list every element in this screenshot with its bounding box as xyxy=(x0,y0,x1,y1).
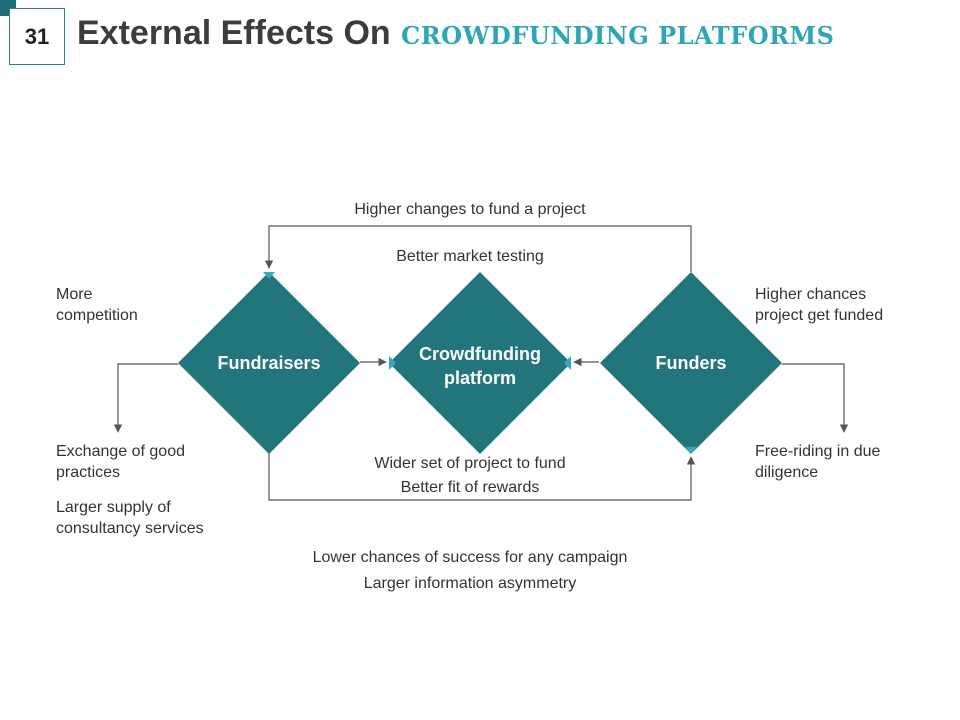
slide-title: External Effects On CROWDFUNDING PLATFOR… xyxy=(77,14,834,53)
bottom-label-2: Larger information asymmetry xyxy=(363,575,577,592)
funders-node xyxy=(600,272,782,454)
fundraisers-label: Fundraisers xyxy=(217,353,321,373)
fundraisers-node xyxy=(178,272,360,454)
left-bottom-label-2: Larger supply of consultancy services xyxy=(56,497,204,539)
left-bottom-2-line2: consultancy services xyxy=(56,520,204,537)
right-top-line1: Higher chances xyxy=(755,286,867,303)
left-bottom-2-line1: Larger supply of xyxy=(56,499,171,516)
left-bottom-1-line1: Exchange of good xyxy=(56,443,185,460)
platform-left-accent xyxy=(389,356,396,370)
bottom-loop-connector xyxy=(268,453,696,501)
slide-number: 31 xyxy=(9,8,65,65)
right-bottom-label: Free-riding in due diligence xyxy=(755,441,880,483)
funders-bottom-accent xyxy=(685,447,697,454)
center-top-label: Better market testing xyxy=(396,248,544,265)
top-loop-connector xyxy=(264,225,692,272)
left-top-label: More competition xyxy=(56,284,138,326)
right-top-label: Higher chances project get funded xyxy=(755,284,883,326)
left-top-line1: More xyxy=(56,286,93,303)
funders-label: Funders xyxy=(655,353,727,373)
left-top-line2: competition xyxy=(56,307,138,324)
right-top-line2: project get funded xyxy=(755,307,884,324)
right-bottom-line2: diligence xyxy=(755,464,819,481)
platform-label-line1: Crowdfunding xyxy=(419,344,541,364)
bottom-label-1: Lower chances of success for any campaig… xyxy=(312,549,628,566)
title-main: External Effects On xyxy=(77,14,391,52)
center-bottom-label-1: Wider set of project to fund xyxy=(374,455,566,472)
fundraisers-down-left-connector xyxy=(113,363,178,433)
center-bottom-label-2: Better fit of rewards xyxy=(400,479,540,496)
left-bottom-label-1: Exchange of good practices xyxy=(56,441,185,483)
left-bottom-1-line2: practices xyxy=(56,464,121,481)
right-bottom-line1: Free-riding in due xyxy=(755,443,881,460)
funders-down-right-connector xyxy=(782,363,849,433)
title-accent: CROWDFUNDING PLATFORMS xyxy=(401,21,835,50)
platform-right-accent xyxy=(564,356,571,370)
fundraisers-top-accent xyxy=(263,272,275,279)
top-flow-label: Higher changes to fund a project xyxy=(354,201,586,218)
platform-label-line2: platform xyxy=(444,368,516,388)
crowdfunding-platform-node xyxy=(389,272,571,454)
platform-label: Crowdfunding platform xyxy=(400,342,560,390)
